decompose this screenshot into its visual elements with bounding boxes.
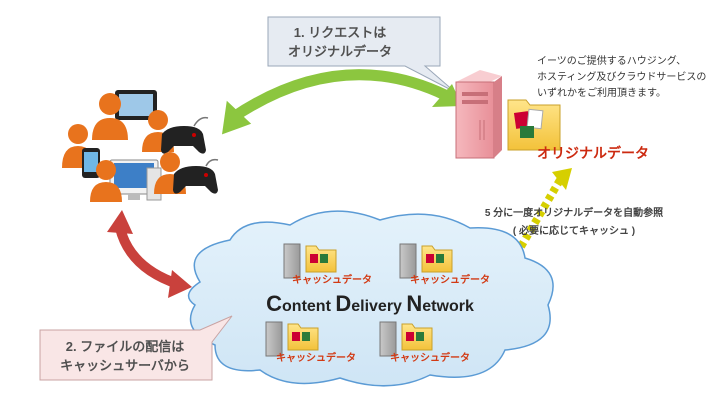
- user-icon: [92, 93, 128, 140]
- delivery-callout: 2. ファイルの配信は キャッシュサーバから: [39, 315, 233, 381]
- cache-server-1: キャッシュデータ: [283, 243, 372, 286]
- cdn-d: D: [335, 291, 351, 316]
- gamepad-icon: [161, 116, 209, 154]
- gamepad-icon: [173, 158, 219, 194]
- cdn-c: C: [266, 291, 282, 316]
- cdn-etwork: etwork: [422, 298, 474, 315]
- cdn-ontent: ontent: [282, 298, 335, 315]
- origin-server: [455, 70, 502, 159]
- cache-server-4: キャッシュデータ: [379, 321, 470, 364]
- cache-data-label: キャッシュデータ: [276, 351, 356, 364]
- request-callout-line2: オリジナルデータ: [288, 44, 392, 59]
- origin-folder-icon: [507, 99, 561, 151]
- request-callout: 1. リクエストは オリジナルデータ: [267, 16, 456, 93]
- request-arrow: [222, 69, 462, 135]
- hosting-note: イーツのご提供するハウジング、 ホスティング及びクラウドサービスの いずれかをご…: [537, 54, 706, 99]
- hosting-note-line3: いずれかをご利用頂きます。: [537, 86, 666, 99]
- delivery-callout-line1: 2. ファイルの配信は: [66, 339, 184, 354]
- origin-data-label: オリジナルデータ: [537, 145, 649, 161]
- cache-data-label: キャッシュデータ: [390, 351, 470, 364]
- user-icon: [90, 160, 122, 202]
- cache-data-label: キャッシュデータ: [410, 273, 490, 286]
- cdn-elivery: elivery: [351, 298, 406, 315]
- cache-server-3: キャッシュデータ: [265, 321, 356, 364]
- auto-reference-line2: ( 必要に応じてキャッシュ ): [513, 224, 635, 237]
- cdn-title: Content Delivery Network: [266, 291, 474, 316]
- request-callout-line1: 1. リクエストは: [294, 25, 386, 40]
- hosting-note-line2: ホスティング及びクラウドサービスの: [537, 70, 706, 83]
- hosting-note-line1: イーツのご提供するハウジング、: [537, 54, 686, 67]
- users-group: [62, 90, 219, 202]
- delivery-arrow: [107, 210, 192, 298]
- cache-data-label: キャッシュデータ: [292, 273, 372, 286]
- cdn-n: N: [406, 291, 422, 316]
- auto-reference-line1: 5 分に一度オリジナルデータを自動参照: [485, 206, 663, 219]
- delivery-callout-line2: キャッシュサーバから: [60, 358, 190, 373]
- cache-server-2: キャッシュデータ: [399, 243, 490, 286]
